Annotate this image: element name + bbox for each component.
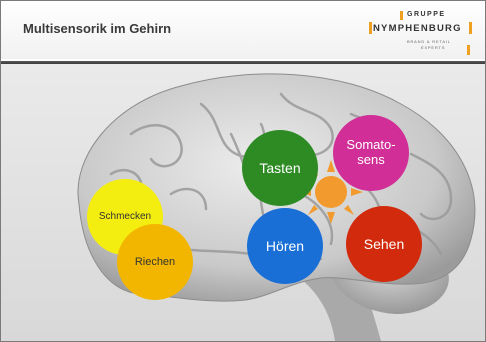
- logo-line4: EXPERTS: [421, 45, 446, 50]
- sense-tasten-label: Tasten: [259, 159, 301, 176]
- sense-sehen-label: Sehen: [363, 235, 405, 252]
- sense-riechen-label: Riechen: [134, 255, 176, 268]
- logo-accent-bar: [467, 45, 470, 55]
- sense-tasten: Tasten: [242, 130, 318, 206]
- sun-icon: [299, 160, 363, 224]
- sense-schmecken-label: Schmecken: [98, 211, 152, 223]
- logo-accent-bar: [469, 22, 472, 34]
- sense-riechen: Riechen: [117, 224, 193, 300]
- logo-accent-bar: [369, 22, 372, 34]
- sense-hoeren: Hören: [247, 208, 323, 284]
- logo-accent-bar: [400, 11, 403, 20]
- slide-title: Multisensorik im Gehirn: [23, 21, 172, 36]
- sense-somatosens: Somato- sens: [333, 115, 409, 191]
- header: Multisensorik im Gehirn GRUPPE NYMPHENBU…: [1, 1, 485, 59]
- sun-core: [315, 176, 347, 208]
- logo-line3: BRAND & RETAIL: [407, 39, 451, 44]
- header-divider: [1, 61, 485, 64]
- sense-somatosens-label: Somato- sens: [346, 137, 396, 167]
- logo-line2: NYMPHENBURG: [373, 23, 462, 34]
- company-logo: GRUPPE NYMPHENBURG BRAND & RETAIL EXPERT…: [369, 9, 479, 55]
- sense-hoeren-label: Hören: [265, 237, 305, 254]
- diagram-area: Tasten Somato- sens Hören Sehen Schmecke…: [1, 64, 485, 341]
- logo-line1: GRUPPE: [407, 11, 446, 18]
- sense-sehen: Sehen: [346, 206, 422, 282]
